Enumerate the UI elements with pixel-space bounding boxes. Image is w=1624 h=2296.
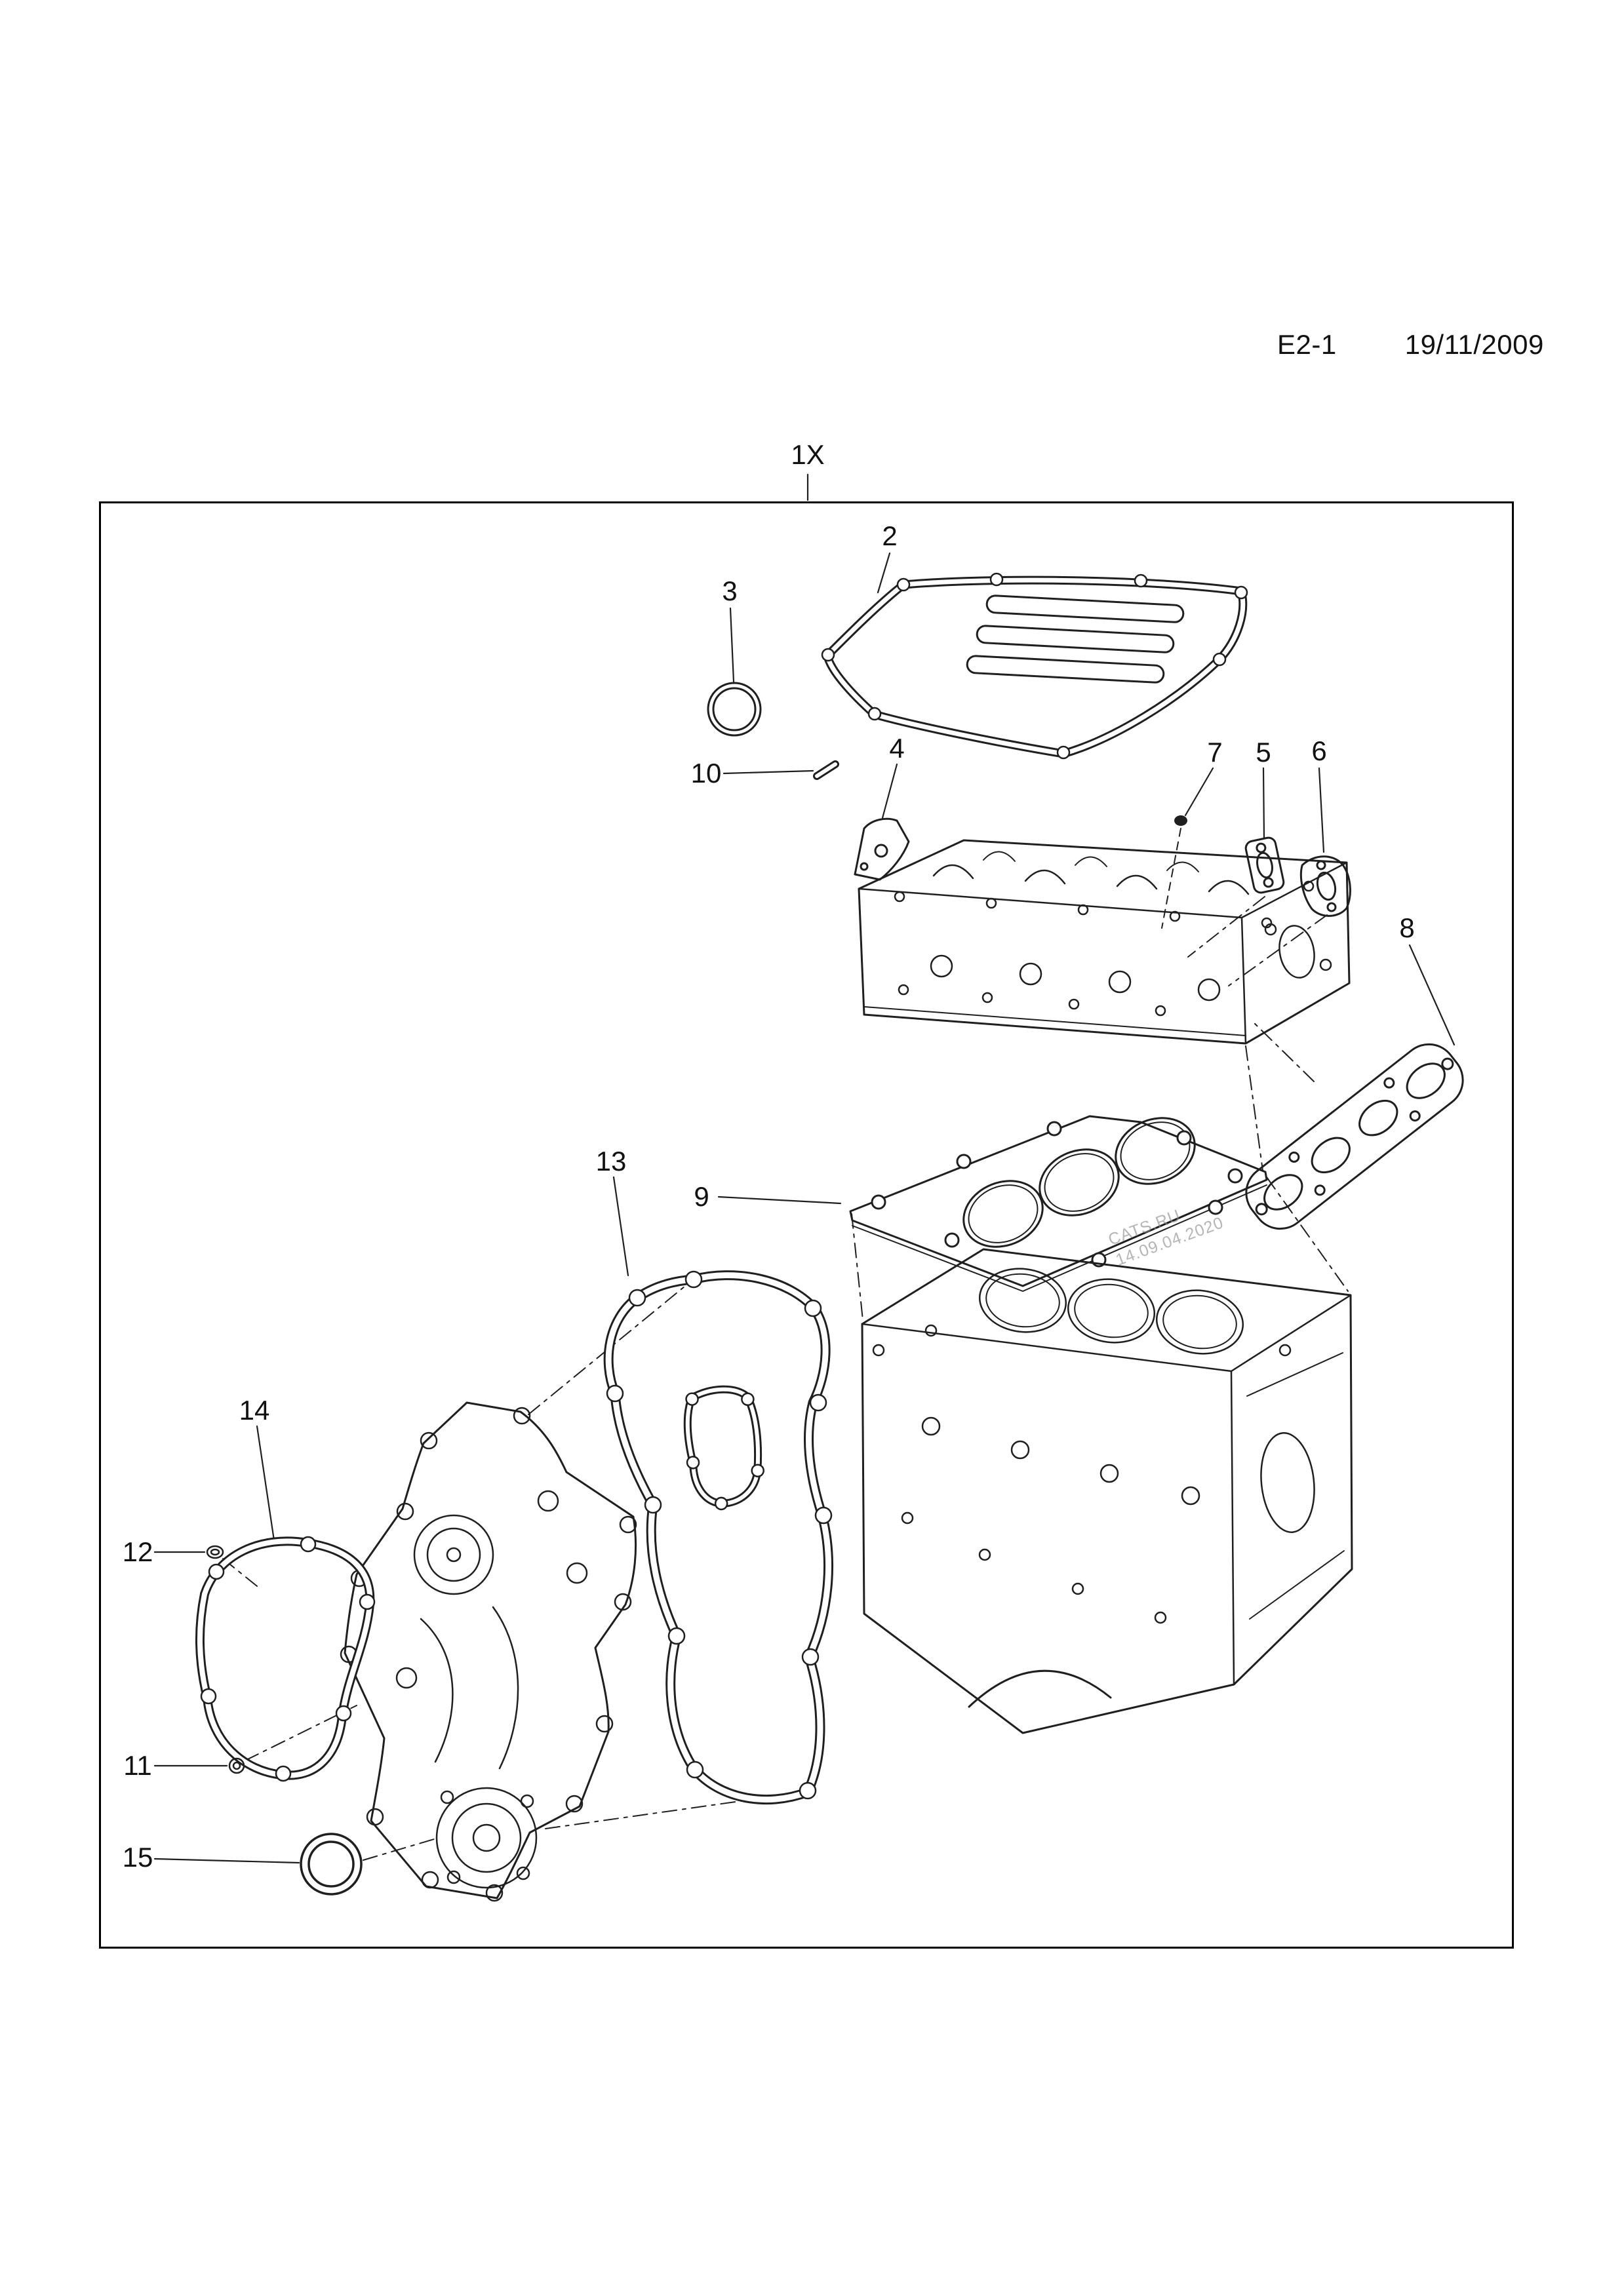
part-label-8: 8 <box>1399 912 1415 943</box>
o-ring-11-drawing <box>228 1757 245 1774</box>
manifold-gasket-drawing <box>1245 1043 1464 1230</box>
part-label-11: 11 <box>123 1750 152 1781</box>
assembly-dash-lines <box>222 828 1349 1861</box>
timing-cover-gasket-drawing <box>603 1270 833 1805</box>
part-label-9: 9 <box>694 1181 709 1212</box>
page-header: E2-1 19/11/2009 <box>1277 329 1544 360</box>
part-label-12: 12 <box>122 1536 153 1567</box>
part-label-10: 10 <box>690 758 722 788</box>
head-gasket-drawing <box>849 1115 1268 1292</box>
part-label-14: 14 <box>239 1395 270 1426</box>
flange-gasket-5-drawing <box>1244 836 1285 894</box>
engine-block-drawing <box>861 1248 1353 1734</box>
bracket-gasket-drawing <box>854 817 910 881</box>
diagram-frame <box>99 501 1514 1949</box>
part-label-4: 4 <box>889 733 905 764</box>
o-ring-12-drawing <box>206 1545 224 1559</box>
part-label-5: 5 <box>1256 737 1271 768</box>
kit-quantity-label: 1X <box>791 439 825 470</box>
part-label-13: 13 <box>595 1146 627 1177</box>
part-label-7: 7 <box>1207 737 1223 768</box>
page-code: E2-1 <box>1277 329 1337 360</box>
timing-cover-drawing <box>340 1401 637 1902</box>
leader-lines <box>153 473 1456 1864</box>
cylinder-head-drawing <box>858 839 1351 1045</box>
page-date: 19/11/2009 <box>1404 329 1544 360</box>
part-label-15: 15 <box>122 1842 153 1873</box>
dowel-pin-drawing <box>813 760 839 780</box>
part-label-3: 3 <box>722 575 738 606</box>
auxiliary-gasket-drawing <box>683 1385 764 1511</box>
crankshaft-seal-drawing <box>300 1833 363 1896</box>
part-label-6: 6 <box>1311 735 1327 766</box>
camshaft-cover-gasket-drawing <box>821 572 1248 760</box>
ring-seal-drawing <box>707 682 762 737</box>
part-label-2: 2 <box>882 520 898 551</box>
water-pump-gasket-drawing <box>195 1536 376 1782</box>
sealing-plug-drawing <box>1174 815 1187 826</box>
